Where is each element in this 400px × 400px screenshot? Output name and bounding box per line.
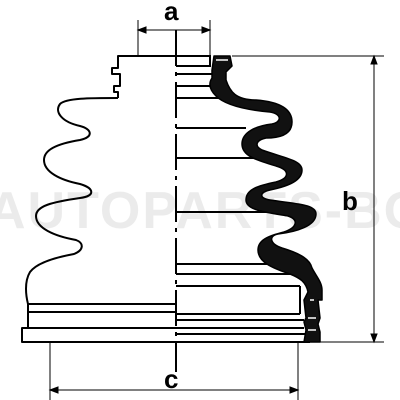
label-a: a [164,0,179,26]
boot-wall-section [209,55,323,343]
dimension-a [136,20,212,56]
label-c: c [164,364,178,394]
label-b: b [342,186,358,216]
boot-left-profile [21,55,176,343]
dimension-c [48,342,300,400]
boot-right-section [176,55,323,343]
dimension-b [232,54,384,344]
